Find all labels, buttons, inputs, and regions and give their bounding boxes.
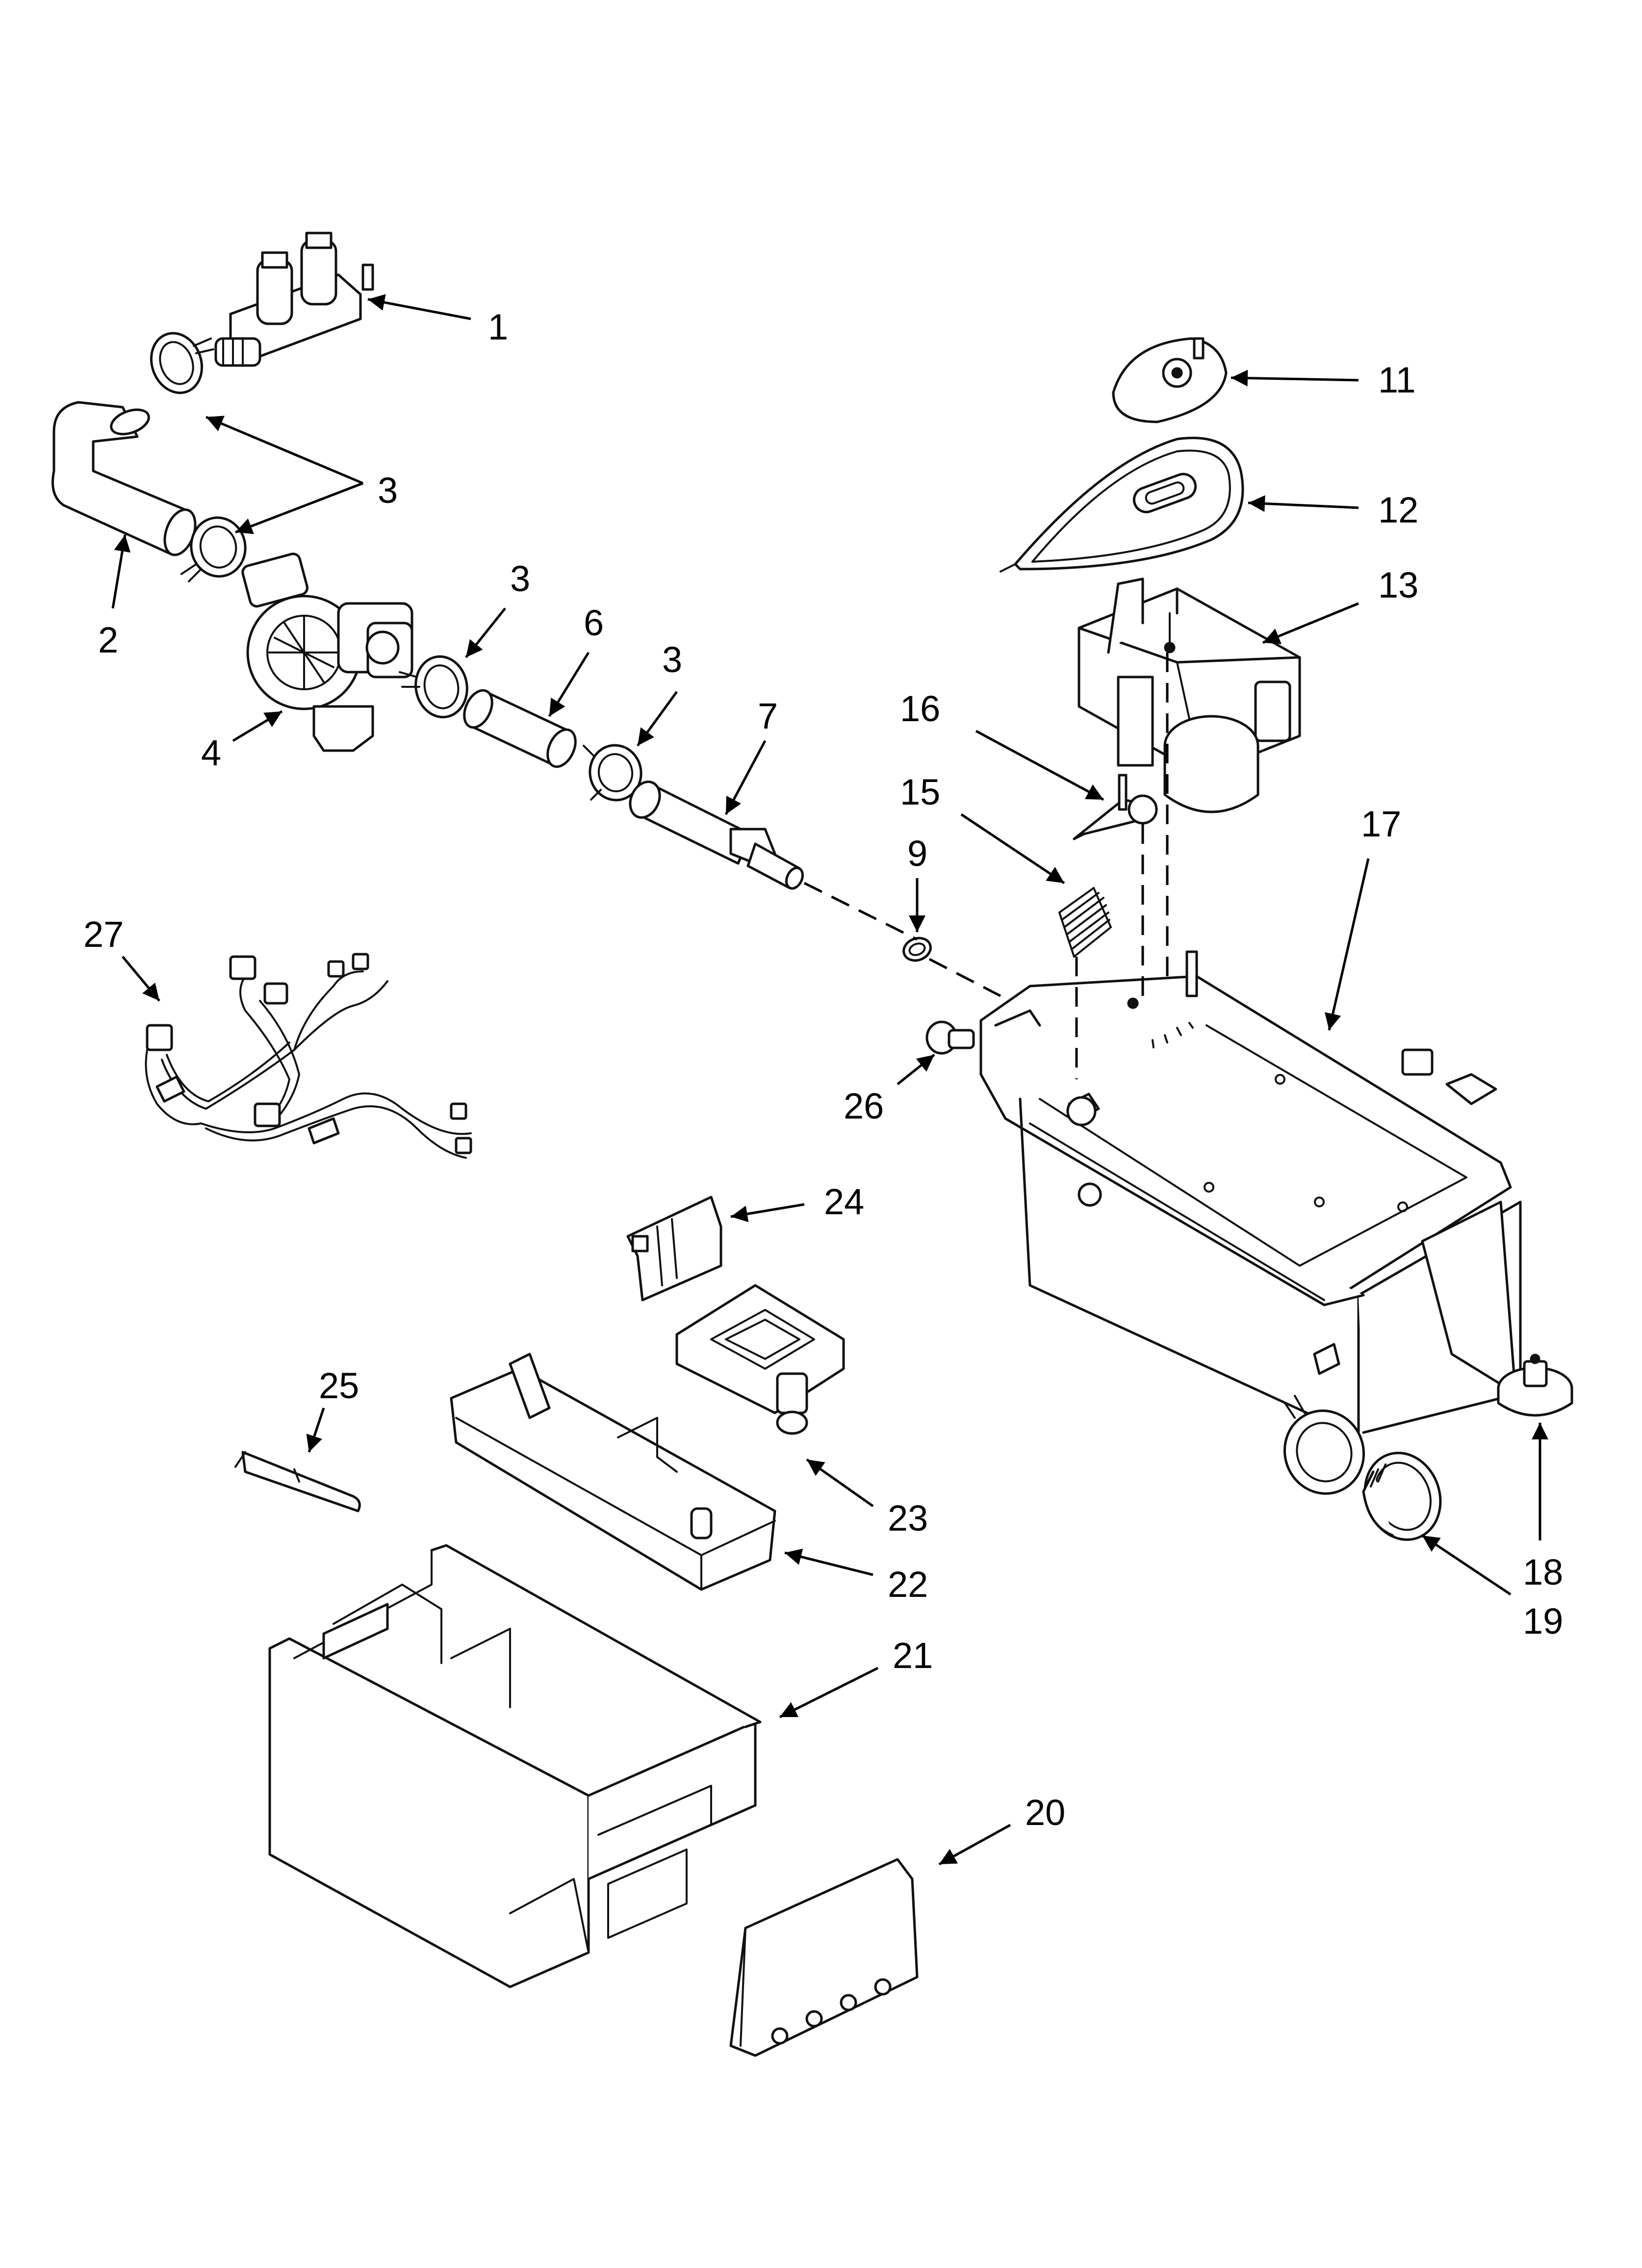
callout-17: 17 xyxy=(1361,804,1401,844)
boot-part xyxy=(1362,1452,1442,1541)
hose-clamp-part xyxy=(150,332,214,394)
callout-25: 25 xyxy=(319,1365,359,1406)
siphon-cap-part xyxy=(675,1284,845,1435)
leader-6 xyxy=(548,652,590,717)
plug-part xyxy=(925,1020,975,1055)
leader-arrows xyxy=(111,294,1548,1866)
leader-7 xyxy=(724,740,767,815)
callout-labels: 1 2 3 3 3 4 6 7 9 11 12 13 15 16 17 18 1… xyxy=(83,307,1563,1833)
leader-15 xyxy=(960,813,1065,885)
o-ring-part xyxy=(902,937,932,962)
dispenser-housing-part xyxy=(979,950,1522,1434)
pump-part xyxy=(241,552,413,752)
leader-20 xyxy=(938,1824,1011,1866)
callout-11: 11 xyxy=(1378,360,1416,400)
leader-11 xyxy=(1231,369,1359,387)
leader-22 xyxy=(784,1548,873,1576)
clip-part xyxy=(626,1196,722,1302)
latch-part xyxy=(234,1451,361,1512)
leader-1 xyxy=(367,294,471,320)
outlet-collar-part xyxy=(1283,1395,1365,1495)
hose-clamp-part xyxy=(180,516,247,582)
callout-16: 16 xyxy=(900,688,940,729)
callout-9: 9 xyxy=(907,833,927,874)
callout-3a: 3 xyxy=(378,470,398,511)
callout-19: 19 xyxy=(1523,1601,1563,1642)
leader-26 xyxy=(897,1054,935,1085)
callout-18: 18 xyxy=(1523,1552,1563,1592)
leader-3b xyxy=(465,607,506,658)
detergent-cup-part xyxy=(450,1353,776,1591)
callout-24: 24 xyxy=(824,1181,864,1222)
callout-20: 20 xyxy=(1025,1792,1065,1833)
callout-6: 6 xyxy=(584,602,604,643)
cap-part xyxy=(1112,337,1228,423)
leader-27 xyxy=(122,956,160,1002)
long-hose-part xyxy=(629,781,804,890)
leader-25 xyxy=(306,1408,325,1453)
assembly-lines xyxy=(803,652,1169,1079)
dispenser-drawer-part xyxy=(268,1544,762,1988)
gasket-part xyxy=(1000,437,1244,573)
leader-4 xyxy=(232,710,283,742)
callout-7: 7 xyxy=(758,696,778,736)
callout-13: 13 xyxy=(1378,565,1418,605)
callout-22: 22 xyxy=(888,1564,928,1605)
callout-23: 23 xyxy=(888,1498,928,1538)
leader-23 xyxy=(806,1458,874,1508)
hose-clamp-part xyxy=(399,655,468,719)
lever-part xyxy=(1073,774,1158,840)
wire-harness-part xyxy=(145,953,472,1159)
callout-3b: 3 xyxy=(510,558,530,599)
callout-2: 2 xyxy=(98,620,118,660)
leader-3c xyxy=(636,691,678,747)
valve-bracket-part xyxy=(1078,577,1301,813)
callout-3c: 3 xyxy=(662,639,682,680)
leader-17 xyxy=(1325,858,1370,1031)
hose-clamp-part xyxy=(583,744,642,802)
leader-21 xyxy=(779,1667,879,1719)
short-hose-part xyxy=(463,689,577,768)
drawer-front-part xyxy=(729,1858,919,2057)
callout-27: 27 xyxy=(83,914,124,955)
callout-4: 4 xyxy=(201,732,221,773)
callout-15: 15 xyxy=(900,772,940,812)
inlet-hose-part xyxy=(51,401,197,556)
leader-24 xyxy=(730,1203,805,1223)
callout-1: 1 xyxy=(488,307,508,347)
leader-2 xyxy=(111,534,131,609)
leader-12 xyxy=(1248,495,1359,512)
callout-26: 26 xyxy=(844,1086,884,1126)
leader-13 xyxy=(1262,602,1359,644)
sensor-part xyxy=(1497,1354,1573,1417)
inlet-valve-part xyxy=(214,232,374,367)
leader-19 xyxy=(1421,1534,1512,1596)
leader-3a-upper xyxy=(205,416,363,485)
callout-12: 12 xyxy=(1378,490,1418,530)
callout-21: 21 xyxy=(893,1635,933,1676)
leader-16 xyxy=(975,730,1104,801)
spring-part xyxy=(1058,887,1112,958)
leader-3a-lower xyxy=(235,482,363,534)
